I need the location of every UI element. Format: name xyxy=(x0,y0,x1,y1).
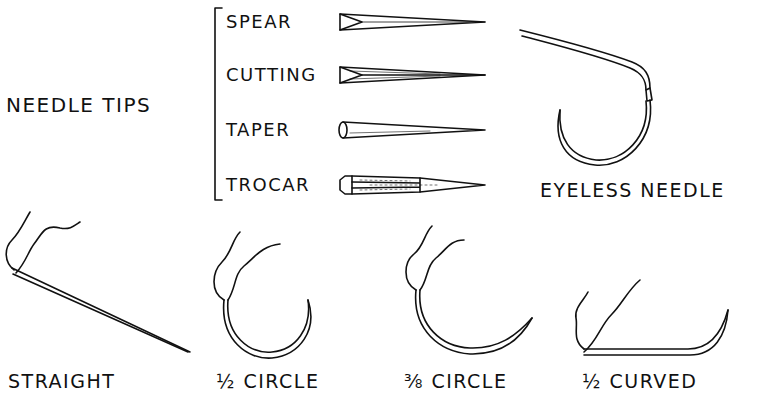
trocar-tip xyxy=(340,176,485,194)
tip-label: TAPER xyxy=(226,121,290,139)
spear-tip xyxy=(340,14,485,30)
needle-label: EYELESS NEEDLE xyxy=(540,181,725,200)
tip-label: CUTTING xyxy=(226,66,317,84)
shape-label: ½ CIRCLE xyxy=(216,372,319,391)
tip-label: TROCAR xyxy=(226,176,310,194)
straight-needle xyxy=(6,212,190,352)
eyeless-needle xyxy=(520,30,652,165)
half-curved-needle xyxy=(576,280,728,355)
three-eighths-circle-needle xyxy=(406,226,532,354)
shape-label: ⅜ CIRCLE xyxy=(404,372,507,391)
bracket xyxy=(215,8,222,200)
shape-label: ½ CURVED xyxy=(582,372,697,391)
cutting-tip xyxy=(340,67,485,83)
tip-label: SPEAR xyxy=(226,13,292,31)
shape-label: STRAIGHT xyxy=(8,372,115,391)
taper-tip xyxy=(339,122,485,138)
group-heading: NEEDLE TIPS xyxy=(6,95,151,115)
half-circle-needle xyxy=(214,232,311,358)
